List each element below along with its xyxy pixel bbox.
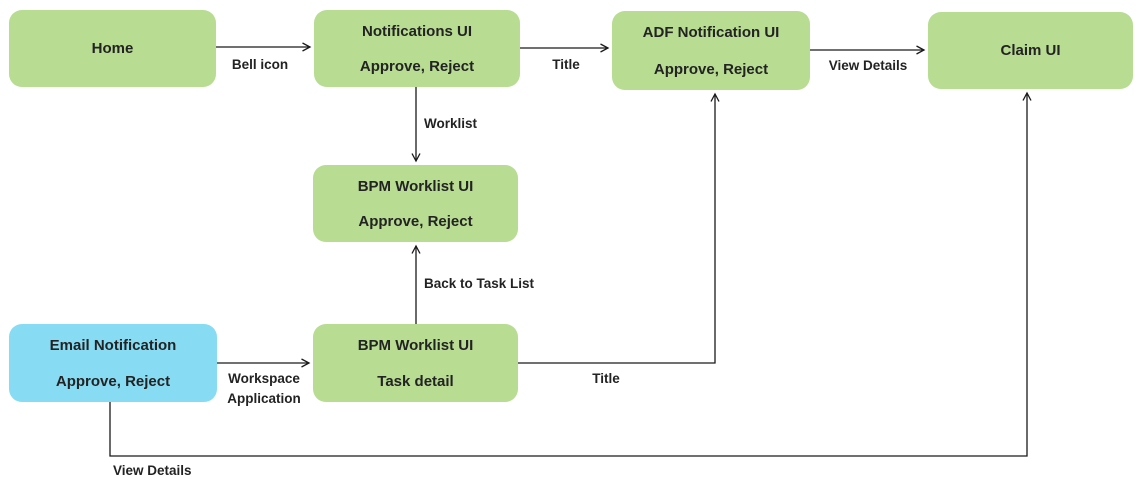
node-notifications-ui-subtitle: Approve, Reject (359, 58, 475, 75)
node-adf-notification-ui-title: ADF Notification UI (642, 24, 780, 41)
node-claim-ui: Claim UI (928, 12, 1133, 89)
edge-label-view-details-bottom: View Details (113, 463, 192, 478)
edge-label-bell-icon: Bell icon (231, 57, 289, 72)
node-home-title: Home (91, 40, 134, 57)
node-bpm-worklist-task-detail: BPM Worklist UI Task detail (313, 324, 518, 402)
edge-taskdetail-to-adf (518, 92, 720, 364)
edge-label-workspace-application: Workspace Application (227, 371, 301, 406)
node-bpm-worklist-task-detail-title: BPM Worklist UI (357, 337, 474, 354)
node-home: Home (9, 10, 216, 87)
node-bpm-worklist-ui-title: BPM Worklist UI (357, 178, 474, 195)
node-bpm-worklist-task-detail-subtitle: Task detail (377, 373, 454, 390)
node-adf-notification-ui: ADF Notification UI Approve, Reject (612, 11, 810, 90)
node-claim-ui-title: Claim UI (1000, 42, 1061, 59)
edge-label-title-bottom: Title (592, 371, 620, 386)
node-email-notification-title: Email Notification (49, 337, 177, 354)
node-adf-notification-ui-subtitle: Approve, Reject (653, 61, 769, 78)
edge-label-back-to-task-list: Back to Task List (424, 276, 535, 291)
node-email-notification: Email Notification Approve, Reject (9, 324, 217, 402)
edge-label-title-top: Title (552, 57, 580, 72)
edge-label-view-details-top: View Details (828, 58, 908, 73)
node-bpm-worklist-ui: BPM Worklist UI Approve, Reject (313, 165, 518, 242)
node-email-notification-subtitle: Approve, Reject (55, 373, 171, 390)
node-notifications-ui: Notifications UI Approve, Reject (314, 10, 520, 87)
edge-label-worklist: Worklist (424, 116, 478, 131)
node-bpm-worklist-ui-subtitle: Approve, Reject (358, 213, 473, 230)
node-notifications-ui-title: Notifications UI (361, 23, 472, 40)
